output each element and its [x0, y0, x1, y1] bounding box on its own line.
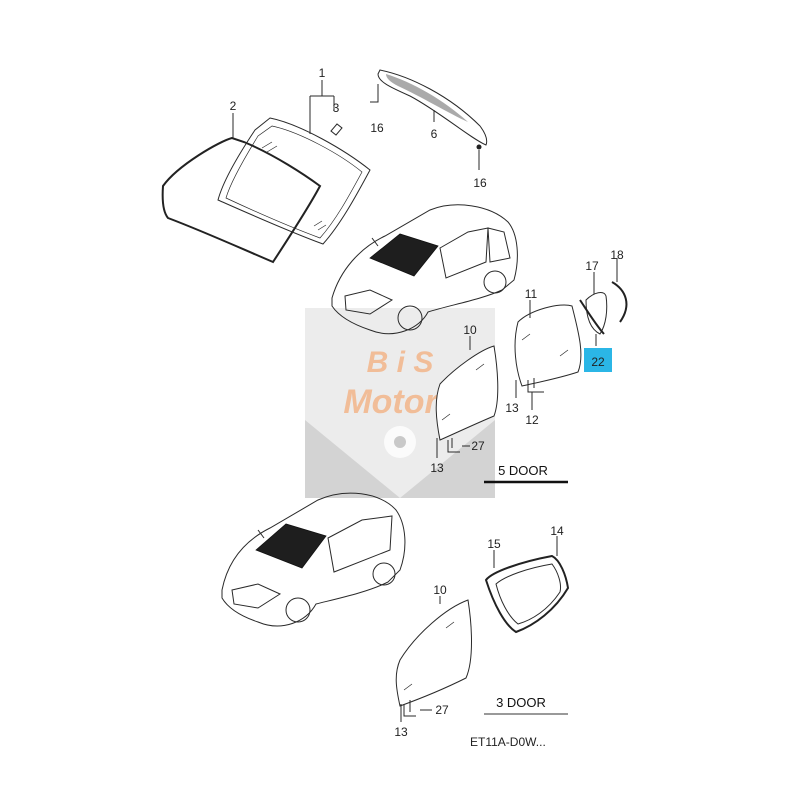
rear-door-bracket [527, 378, 544, 393]
windshield-shading [261, 141, 327, 231]
callout-13-3door: 13 [394, 725, 408, 739]
car5-body [331, 204, 518, 335]
clip-part-3 [330, 123, 343, 136]
car-3-door [221, 492, 406, 627]
callout-13-5door-rear: 13 [505, 401, 519, 415]
cowl-fastener [476, 144, 482, 150]
windshield-glass [217, 117, 371, 245]
callout-16-top: 16 [370, 121, 384, 135]
windshield-moulding [161, 136, 322, 264]
callout-3: 3 [333, 101, 340, 115]
front-door-bracket-3d [403, 700, 416, 717]
car5-rear-wheel [483, 270, 507, 294]
car3-antenna [257, 529, 265, 539]
car3-body [221, 492, 406, 627]
car5-front-wheel [397, 305, 423, 331]
quarter-glass-3d-seal [484, 554, 570, 634]
quarter-glass-5d [585, 292, 608, 335]
callout-15: 15 [487, 537, 501, 551]
callout-2: 2 [230, 99, 237, 113]
footer-fragment: ET11A-D0W... [470, 735, 546, 749]
section-label-5-door: 5 DOOR [498, 463, 548, 478]
front-door-glass-3d-shading [403, 621, 455, 691]
callout-27-3door: 27 [435, 703, 449, 717]
front-door-glass-5d [435, 345, 499, 441]
callout-6: 6 [431, 127, 438, 141]
cowl-panel [377, 69, 488, 146]
section-label-3-door: 3 DOOR [496, 695, 546, 710]
windshield-inner-edge [225, 125, 363, 239]
car3-front-wheel [285, 597, 311, 623]
rear-door-glass-shading [521, 333, 569, 357]
car3-grille [231, 583, 282, 609]
car3-windshield [255, 523, 327, 569]
callout-17: 17 [585, 259, 599, 273]
quarter-glass-3d [495, 563, 561, 625]
car5-rear-window [487, 227, 511, 263]
rear-door-glass-5d [514, 304, 582, 387]
car3-side-window [327, 515, 393, 573]
callout-10-5door: 10 [463, 323, 477, 337]
callout-1: 1 [319, 66, 326, 80]
quarter-glass-seal [579, 299, 605, 335]
car5-windshield [369, 233, 439, 277]
callout-12: 12 [525, 413, 539, 427]
callout1-leader [309, 80, 335, 134]
callout-22: 22 [591, 355, 605, 369]
callout16a-leader [370, 84, 379, 103]
callout-18: 18 [610, 248, 624, 262]
callout-14: 14 [550, 524, 564, 538]
callout-13-5door-front: 13 [430, 461, 444, 475]
callout22-highlight [584, 348, 612, 372]
watermark-line1: B i S [367, 346, 434, 379]
callout-16-bottom: 16 [473, 176, 487, 190]
cowl-grille [386, 74, 468, 122]
car5-grille [344, 289, 394, 315]
car3-rear-wheel [372, 562, 396, 586]
callout-10-3door: 10 [433, 583, 447, 597]
watermark-chevron [305, 420, 495, 498]
front-door-bracket-5d [447, 438, 460, 453]
quarter-moulding [611, 281, 628, 323]
car-5-door [331, 204, 518, 335]
callout-27-5door: 27 [471, 439, 485, 453]
car5-antenna [371, 237, 379, 247]
front-door-glass-3d [395, 599, 472, 707]
car5-side-window [439, 227, 489, 279]
watermark-dot [394, 436, 406, 448]
callout-11: 11 [525, 287, 538, 301]
front-door-glass-5d-shading [441, 363, 485, 421]
